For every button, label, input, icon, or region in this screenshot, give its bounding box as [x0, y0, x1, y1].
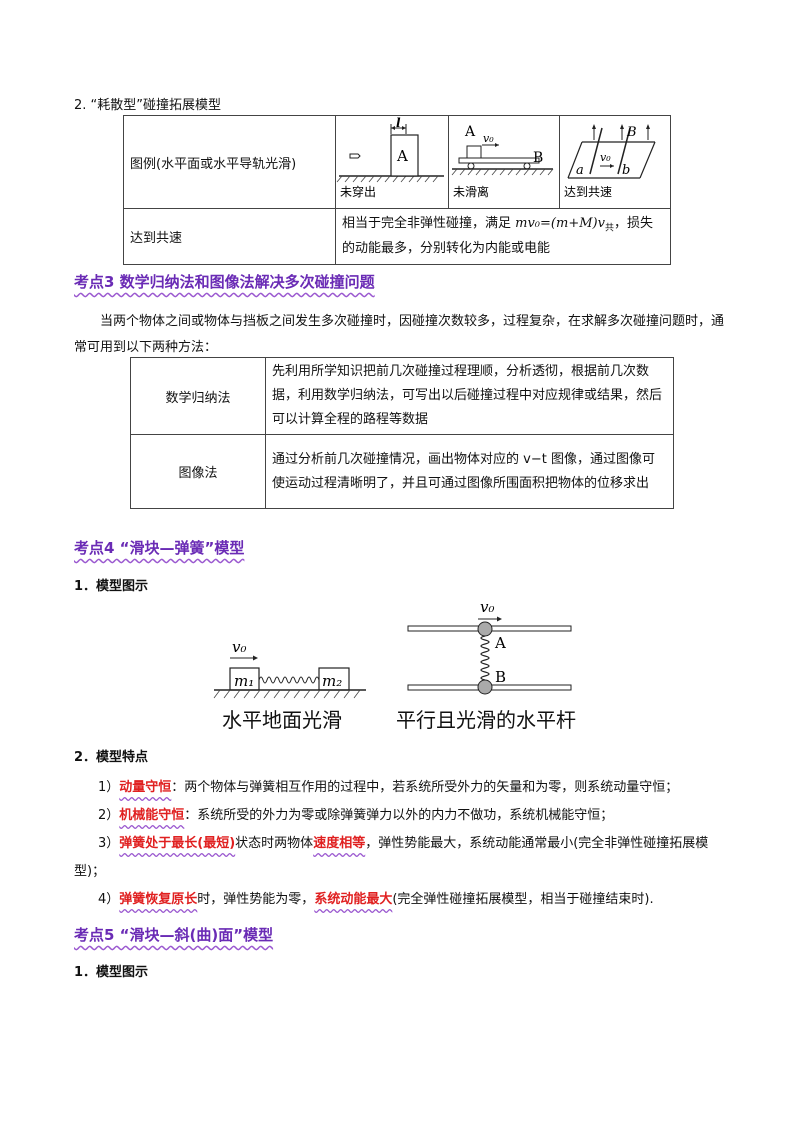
bullet-block-diagram: A l 未穿出: [336, 116, 444, 199]
rails-diagram: B a v₀ b 达到共速: [564, 124, 656, 199]
section-title: 2. “耗散型”碰撞拓展模型: [74, 98, 222, 113]
dissipative-collision-table: 图例(水平面或水平导轨光滑) A l: [123, 115, 671, 265]
figure-block-on-cart: A v₀ B 未滑离: [448, 115, 560, 209]
subheading: 2．模型特点: [74, 750, 149, 765]
rod-b-label: b: [622, 163, 630, 178]
mass-2-label: m₂: [322, 672, 342, 690]
features-list: 1）动量守恒：两个物体与弹簧相互作用的过程中，若系统所受外力的矢量和为零，则系统…: [74, 774, 728, 914]
list-item: 2）机械能守恒：系统所受的外力为零或除弹簧弹力以外的内力不做功，系统机械能守恒；: [98, 808, 614, 823]
mass-1-label: m₁: [234, 672, 254, 690]
figure-caption: 未穿出: [340, 184, 376, 199]
method-name: 数学归纳法: [130, 357, 266, 435]
figure-rails: B a v₀ b 达到共速: [559, 115, 671, 209]
velocity-label: v₀: [600, 151, 611, 164]
figure-caption: 平行且光滑的水平杆: [396, 708, 576, 732]
subheading: 1．模型图示: [74, 579, 149, 594]
spring-blocks-diagram: v₀ m₁ m₂: [213, 638, 366, 699]
figure-caption: 未滑离: [453, 184, 489, 199]
table-row-label: 达到共速: [123, 208, 336, 265]
list-item: 1）动量守恒：两个物体与弹簧相互作用的过程中，若系统所受外力的矢量和为零，则系统…: [98, 780, 679, 795]
cart-b-label: B: [533, 150, 543, 166]
method-desc: 通过分析前几次碰撞情况，画出物体对应的 v−t 图像，通过图像可使运动过程清晰明…: [265, 434, 674, 509]
method-name: 图像法: [130, 434, 266, 509]
list-item: 4）弹簧恢复原长时，弹性势能为零，系统动能最大(完全弹性碰撞拓展模型，相当于碰撞…: [98, 892, 654, 907]
velocity-label: v₀: [483, 132, 494, 145]
heading-kaodian-5: 考点5 “滑块—斜(曲)面”模型: [74, 926, 274, 944]
block-on-cart-diagram: A v₀ B 未滑离: [451, 124, 554, 199]
figure-bullet-block: A l 未穿出: [335, 115, 449, 209]
length-label: l: [396, 116, 401, 130]
block-label: A: [396, 147, 408, 165]
methods-table: 数学归纳法 先利用所学知识把前几次碰撞过程理顺，分析透彻，根据前几次数据，利用数…: [130, 357, 674, 509]
table-row-label: 图例(水平面或水平导轨光滑): [123, 115, 336, 209]
field-b-label: B: [626, 125, 637, 140]
method-desc: 先利用所学知识把前几次碰撞过程理顺，分析透彻，根据前几次数据，利用数学归纳法，可…: [265, 357, 674, 435]
block-a-label: A: [464, 124, 476, 140]
velocity-label: v₀: [480, 598, 495, 616]
figure-caption: 达到共速: [564, 185, 612, 199]
ball-a-label: A: [494, 634, 506, 652]
intro-paragraph: 当两个物体之间或物体与挡板之间发生多次碰撞时，因碰撞次数较多，过程复杂，在求解多…: [74, 314, 725, 355]
ball-b-label: B: [495, 668, 506, 686]
list-item: 3）弹簧处于最长(最短)状态时两物体速度相等，弹性势能最大，系统动能通常最小(完…: [74, 836, 709, 879]
subheading: 1．模型图示: [74, 965, 149, 980]
table-row-desc: 相当于完全非弹性碰撞，满足 mv₀=(m+M)v共，损失的动能最多，分别转化为内…: [335, 208, 671, 265]
velocity-label: v₀: [232, 638, 247, 656]
heading-kaodian-4: 考点4 “滑块—弹簧”模型: [74, 539, 245, 557]
figure-caption: 水平地面光滑: [222, 708, 342, 732]
parallel-rods-diagram: v₀ A B: [407, 598, 572, 695]
rod-a-label: a: [576, 163, 584, 178]
heading-kaodian-3: 考点3 数学归纳法和图像法解决多次碰撞问题: [74, 273, 375, 291]
